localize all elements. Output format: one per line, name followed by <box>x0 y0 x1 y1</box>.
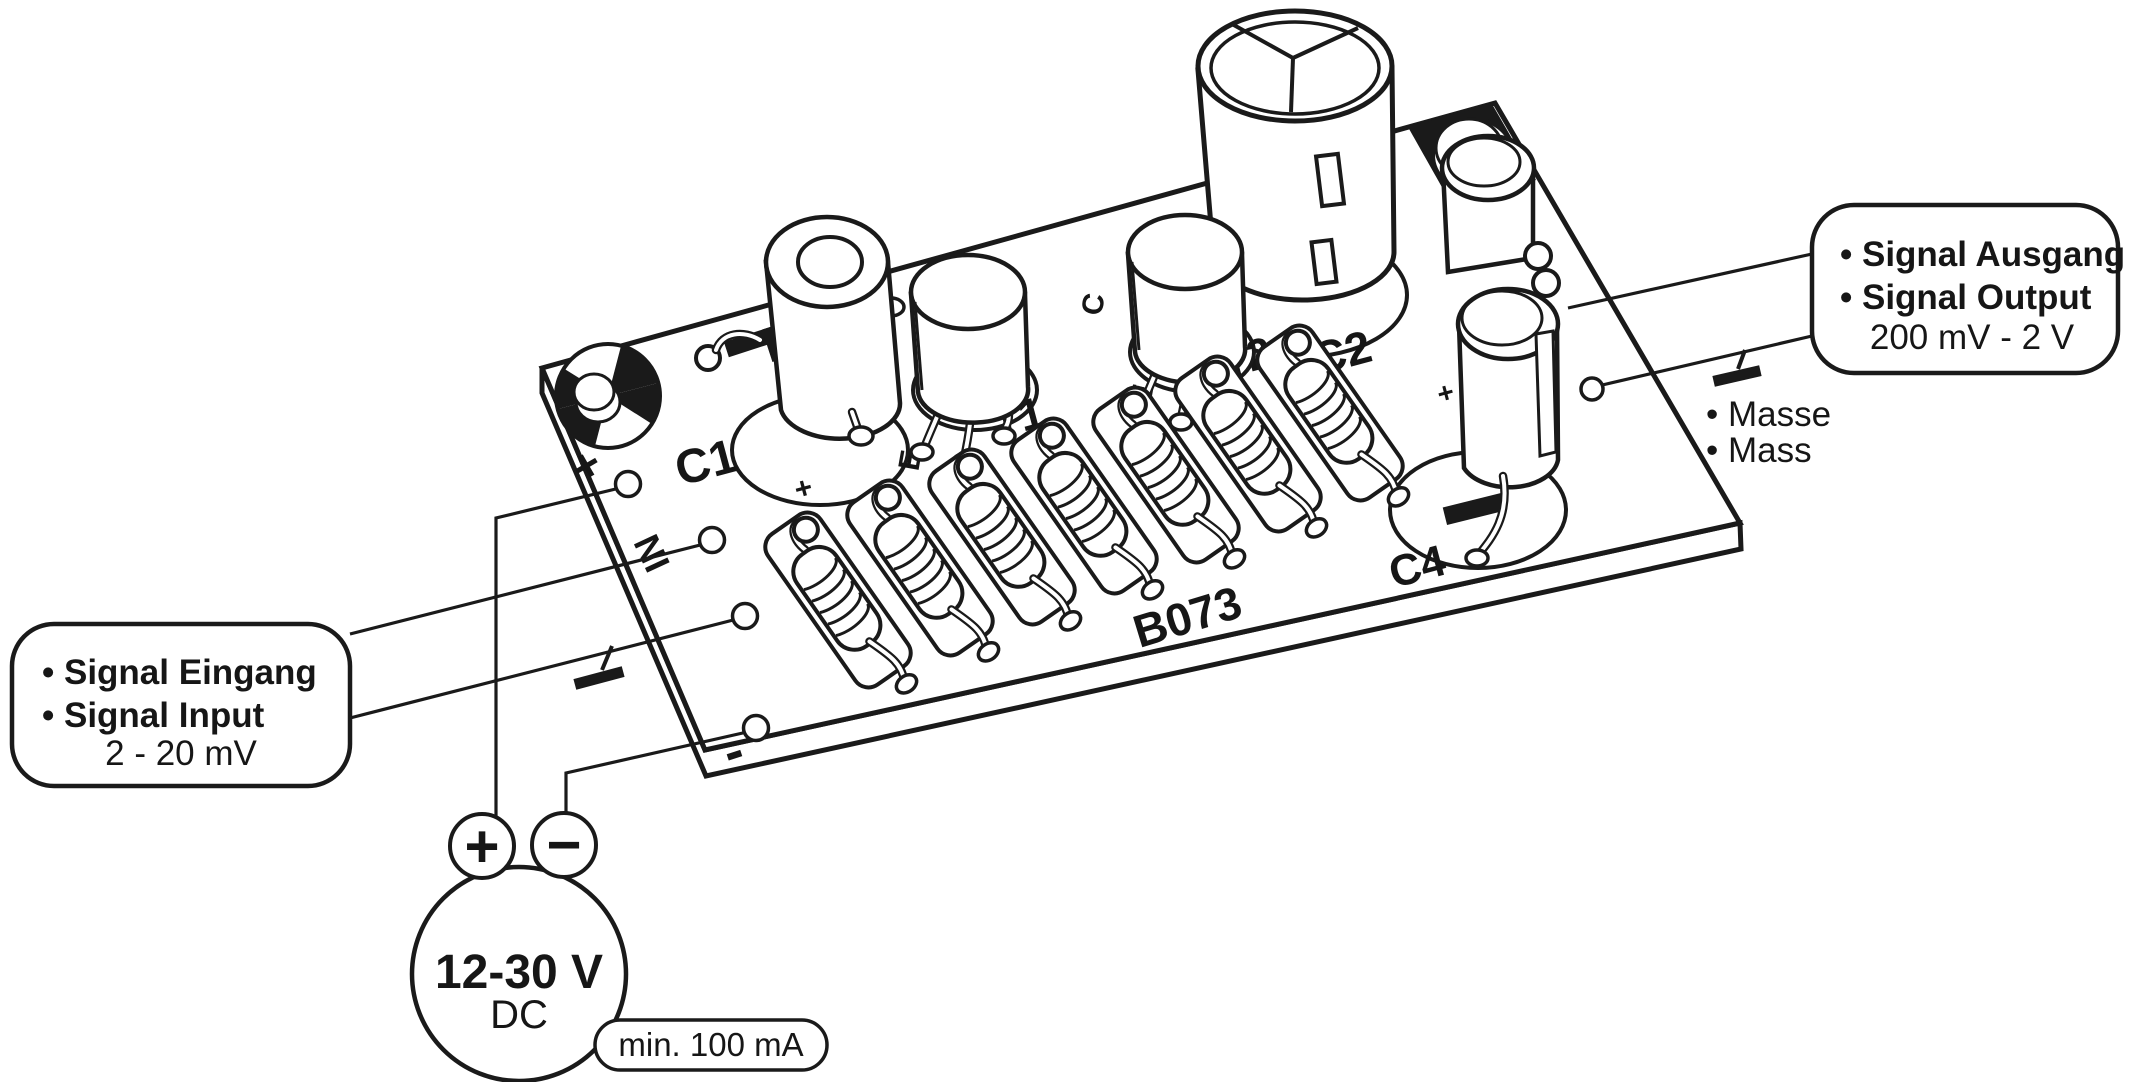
plus-supply-line <box>494 484 629 817</box>
c4-stripe <box>1534 329 1558 458</box>
power-supply-circle <box>409 864 629 1082</box>
minus-terminal <box>530 811 598 879</box>
circuit-board: + IN - C1 C2 C4 T1 T2 B073 C E B C E B <box>538 8 1744 783</box>
mounting-hole-left <box>554 342 662 450</box>
ground-hole <box>730 601 760 631</box>
callout-lines <box>349 252 1813 817</box>
input-callout-line2: • Signal Input <box>42 696 265 735</box>
capacitor-c3 <box>1439 133 1537 275</box>
input-signal-line <box>349 540 713 636</box>
capacitor-c1 <box>694 214 906 447</box>
input-hole <box>697 525 727 555</box>
solder-holes <box>613 376 1605 743</box>
c4-lead-pad <box>1464 548 1490 568</box>
output-ground-line <box>1597 334 1813 388</box>
ground-symbol-left <box>573 645 625 690</box>
c1-lead-pad <box>847 425 875 447</box>
output-callout: • Signal Ausgang • Signal Output 200 mV … <box>1809 202 2125 376</box>
ground-label-de: • Masse <box>1706 395 1831 434</box>
minus-supply-line <box>564 728 757 813</box>
input-callout-range: 2 - 20 mV <box>105 734 257 773</box>
min-current-pill <box>593 1018 829 1072</box>
vent-icon <box>1231 22 1359 113</box>
output-hole <box>1579 376 1605 402</box>
power-supply: + − 12-30 V DC min. 100 mA <box>409 811 829 1082</box>
output-callout-line1: • Signal Ausgang <box>1840 235 2125 274</box>
ground-symbol-right <box>1712 349 1762 387</box>
output-callout-box <box>1809 202 2121 376</box>
input-callout-line1: • Signal Eingang <box>42 653 317 692</box>
transistor-t1 <box>911 255 1028 470</box>
input-callout-box <box>9 621 353 789</box>
supply-voltage: 12-30 V <box>435 946 603 999</box>
ground-label: • Masse • Mass <box>1706 395 1831 470</box>
capacitor-c4 <box>1455 286 1561 568</box>
output-pad-ring <box>1523 241 1553 271</box>
c4-polarity-mark <box>1442 493 1506 525</box>
input-callout: • Signal Eingang • Signal Input 2 - 20 m… <box>9 621 353 789</box>
output-pad-ring <box>1531 268 1561 298</box>
output-callout-range: 200 mV - 2 V <box>1870 318 2075 357</box>
capacitor-c2 <box>1195 8 1397 303</box>
output-callout-line2: • Signal Output <box>1840 278 2092 317</box>
plus-hole <box>613 469 643 499</box>
c4-plus-mark: + <box>1434 376 1458 410</box>
supply-type: DC <box>490 993 548 1037</box>
output-signal-line <box>1567 252 1813 310</box>
minus-hole <box>741 713 771 743</box>
plus-terminal-icon: + <box>464 813 499 880</box>
plus-terminal <box>448 812 516 880</box>
minus-terminal-icon: − <box>546 811 581 878</box>
min-current-label: min. 100 mA <box>618 1026 803 1063</box>
input-ground-line <box>349 615 746 720</box>
ground-label-en: • Mass <box>1706 431 1812 470</box>
